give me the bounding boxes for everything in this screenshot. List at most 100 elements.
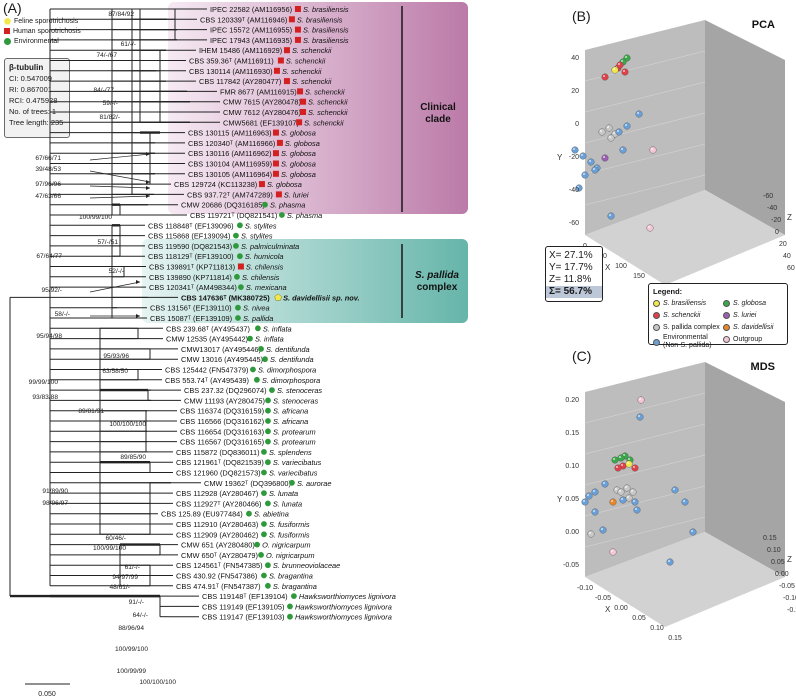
taxon-strain: IPEC 17943 (AM116935): [210, 36, 292, 45]
tick-label: -20: [771, 217, 781, 224]
data-point-highlight: [635, 508, 637, 510]
tick-label: 0: [775, 229, 779, 236]
data-point: [599, 526, 607, 534]
grid-line: [584, 485, 706, 517]
taxon-species: S. chilensis: [246, 263, 284, 272]
taxon-strain: CBS 124561ᵀ (FN547385): [176, 561, 263, 570]
arrow-icon: [146, 186, 150, 190]
data-point-highlight: [581, 154, 583, 156]
legend-feline: Feline sporotrichosis: [4, 16, 81, 26]
taxon-strain: CBS 117842 (AY280477): [199, 77, 281, 86]
pca-side-wall: [705, 20, 785, 235]
support-value: 99/99/100: [29, 379, 59, 386]
data-point-highlight: [589, 532, 591, 534]
circle-icon: [237, 222, 243, 229]
taxon-species: S. globosa: [281, 170, 316, 179]
taxon-species: S. lunata: [269, 489, 298, 498]
grid-line: [584, 516, 706, 548]
support-value: 98/96/97: [42, 500, 68, 507]
data-point-highlight: [651, 148, 653, 150]
data-point-highlight: [587, 494, 589, 496]
tick-label: 60: [787, 265, 795, 272]
panel-label-c: (C): [572, 348, 592, 364]
data-point: [621, 68, 629, 76]
taxon-strain: CMW 7615 (AY280478): [223, 98, 301, 107]
support-value: 100/99/100: [79, 214, 112, 221]
tick-label: -0.05: [595, 595, 611, 602]
support-value: 93/83/88: [32, 394, 58, 401]
support-value: 91/89/90: [42, 488, 68, 495]
square-icon: [272, 150, 279, 157]
taxon-species: S. dentifunda: [270, 355, 314, 364]
data-point: [666, 558, 674, 566]
data-point-highlight: [589, 160, 591, 162]
taxon-strain: IPEC 15572 (AM116955): [210, 26, 292, 35]
pentagon-icon: [4, 17, 11, 25]
circle-icon: [653, 323, 660, 331]
taxon-strain: CBS 118848ᵀ (EF139096): [148, 221, 234, 230]
grid-line: [584, 454, 706, 486]
square-icon: [294, 36, 301, 43]
data-point: [591, 488, 599, 496]
data-point: [631, 498, 639, 506]
data-point-highlight: [607, 126, 609, 128]
data-point: [591, 166, 599, 174]
data-point-highlight: [611, 500, 613, 502]
taxon-strain: CMW 13016 (AY495445): [181, 355, 263, 364]
taxon-strain: CBS 112910 (AY280463): [176, 520, 258, 529]
variance-y: Y= 17.7%: [549, 262, 593, 273]
data-point: [611, 456, 619, 464]
clinical-clade-box: [168, 2, 468, 214]
data-point-highlight: [623, 70, 625, 72]
taxon-species: S. globosa: [281, 160, 316, 169]
tick-label: 0.05: [632, 615, 646, 622]
taxon-strain: CBS 120340ᵀ (AM116966): [188, 139, 275, 148]
circle-icon: [723, 335, 730, 343]
stats-length: Tree length: 235: [9, 118, 64, 127]
data-point-highlight: [639, 398, 641, 400]
taxon-species: S. nivea: [243, 304, 270, 313]
panel-label-a: (A): [3, 0, 22, 16]
taxon-species: S. phasma: [270, 201, 305, 210]
circle-icon: [265, 428, 271, 435]
circle-icon: [261, 490, 267, 496]
taxon-strain: CBS 130114 (AM116930): [189, 67, 273, 76]
circle-icon: [238, 284, 244, 290]
taxon-species: S. schenckii: [282, 67, 322, 76]
support-value: 87/84/92: [108, 11, 134, 18]
mds-side-wall: [705, 362, 785, 577]
data-point-highlight: [609, 214, 611, 216]
axis-label: Z: [787, 213, 792, 222]
support-value: 81/82/-: [99, 114, 120, 121]
support-value: 91/-/-: [129, 599, 144, 606]
taxon-species: S. lunata: [273, 499, 302, 508]
tick-label: 40: [783, 253, 791, 260]
taxon-species: S. fusiformis: [269, 520, 310, 529]
data-point: [607, 212, 615, 220]
data-point: [611, 66, 619, 74]
support-value: 100/99/100: [115, 646, 148, 653]
data-point: [619, 146, 627, 154]
data-point: [614, 464, 622, 472]
legend-item: S. pallida complex: [653, 322, 723, 332]
data-point-highlight: [627, 462, 629, 464]
taxon-species: S. dimorphospora: [258, 366, 316, 375]
taxon-species: S. africana: [273, 407, 308, 416]
data-point: [609, 498, 617, 506]
data-point-highlight: [619, 456, 621, 458]
data-point: [601, 480, 609, 488]
circle-icon: [291, 593, 297, 599]
data-point-highlight: [573, 148, 575, 150]
taxon-species: S. brasiliensis: [303, 5, 349, 14]
circle-icon: [254, 541, 260, 548]
taxon-species: S. africana: [273, 417, 308, 426]
circle-icon: [262, 356, 268, 363]
taxon-species: S. inflata: [263, 324, 292, 333]
grid-line: [584, 112, 706, 144]
taxon-strain: IPEC 22582 (AM116956): [210, 5, 292, 14]
circle-icon: [262, 201, 268, 208]
taxon-species: S. schenckii: [286, 57, 326, 66]
tick-label: -40: [767, 205, 777, 212]
circle-icon: [4, 37, 11, 45]
data-point-highlight: [593, 490, 595, 492]
